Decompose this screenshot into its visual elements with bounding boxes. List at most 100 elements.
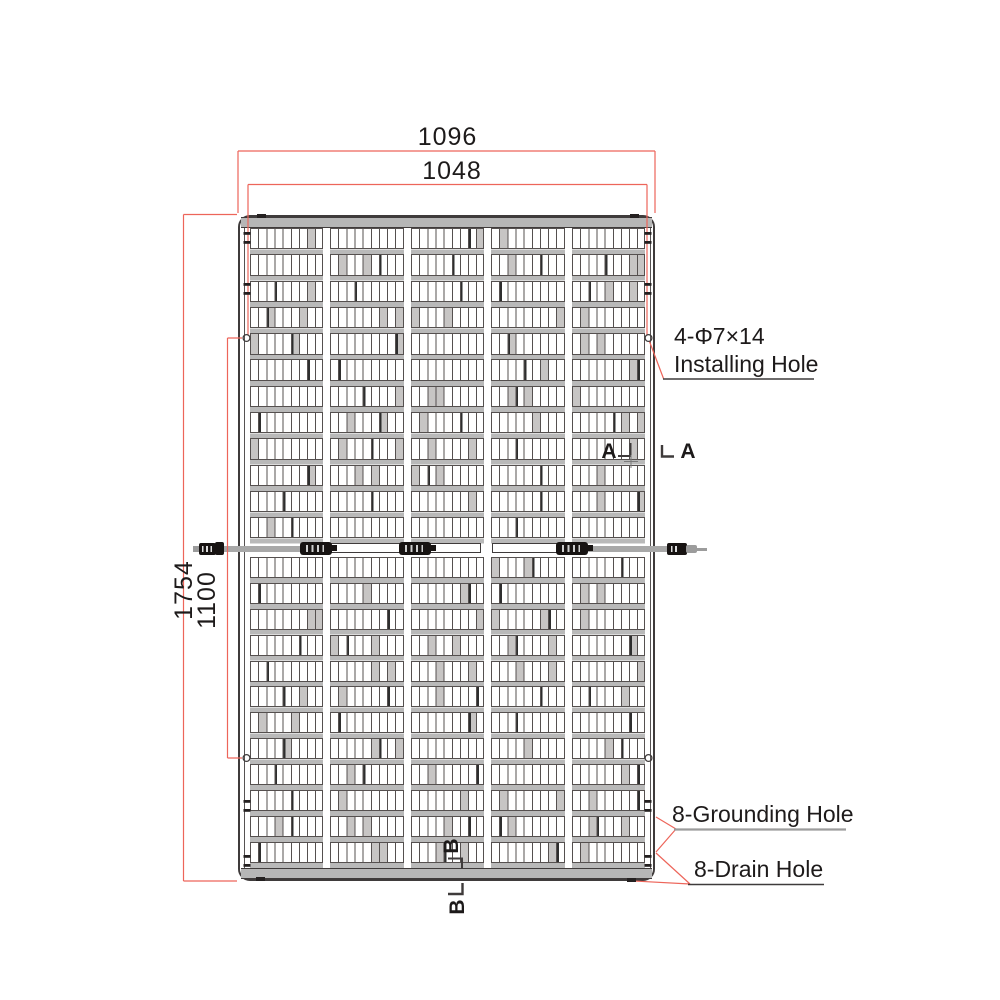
solar-cell [571,608,645,630]
section-b-cut-marks [448,857,464,896]
cell-column [410,557,485,868]
connector-left-cap [214,542,224,555]
solar-cell [491,582,565,604]
solar-cell [410,517,485,539]
dim-line-1048 [247,183,648,335]
solar-cell [491,333,565,355]
solar-cell [250,712,324,734]
solar-cell [250,764,324,786]
solar-cell [571,411,645,434]
solar-cell [571,438,645,460]
solar-cell [410,582,485,604]
solar-cell [410,228,485,250]
solar-cell [250,438,324,460]
solar-cell [491,517,565,539]
solar-cell [410,660,485,682]
solar-cell [491,660,565,682]
solar-cell [571,490,645,513]
solar-cell [250,333,324,355]
solar-cell [491,464,565,486]
solar-cell [571,634,645,656]
grounding-hole-leader [655,816,846,853]
solar-cell [330,254,404,276]
solar-cell [410,764,485,786]
solar-cell [571,517,645,539]
solar-cell [571,738,645,760]
solar-cell [330,411,404,434]
junction-box-terminals [306,545,324,552]
solar-cell [571,790,645,812]
solar-cell [571,464,645,486]
drain-hole-leader [633,852,824,886]
solar-cell [571,333,645,355]
solar-cell [571,841,645,863]
solar-cell [410,411,485,434]
solar-cell [330,333,404,355]
solar-cell [491,634,565,656]
connector-right-body [666,543,687,555]
cell-column [250,228,324,544]
connector-grid [670,545,679,552]
solar-cell [330,686,404,708]
section-b-label-inner: B [440,838,463,854]
cell-column [250,557,324,868]
solar-cell [330,764,404,786]
solar-cell [330,517,404,539]
solar-cell [491,686,565,708]
solar-cell [250,790,324,812]
solar-cell [330,464,404,486]
cell-column [571,228,645,544]
top-mounting-rail [241,217,652,228]
solar-cell [250,411,324,434]
solar-cell [410,841,485,863]
solar-cell [410,333,485,355]
section-a-label-inner: A [601,440,617,463]
solar-cell [491,411,565,434]
dim-width-glass-label: 1048 [422,157,482,185]
junction-box-2 [399,542,436,555]
solar-cell [410,557,485,578]
solar-cell [491,280,565,302]
solar-cell [250,228,324,250]
solar-cell [250,280,324,302]
cell-grid-bottom [250,557,645,868]
solar-cell [491,712,565,734]
cell-column [491,557,565,868]
installing-hole-leader [648,341,814,380]
solar-cell [250,490,324,513]
solar-cell [571,660,645,682]
solar-cell [250,464,324,486]
dim-hole-spacing-label: 1100 [193,571,221,629]
installing-hole-name: Installing Hole [674,351,819,377]
solar-cell [571,764,645,786]
section-b-label-outer: B [446,899,469,915]
connector-grid [202,545,213,552]
solar-cell [330,841,404,863]
solar-cell [410,254,485,276]
solar-cell [330,306,404,329]
solar-cell [250,254,324,276]
solar-cell [410,280,485,302]
solar-cell [330,280,404,302]
solar-cell [330,359,404,381]
solar-cell [491,815,565,837]
drain-hole-callout: 8-Drain Hole [694,856,824,882]
solar-cell [571,712,645,734]
junction-box-nub [331,545,337,551]
cell-grid-top [250,228,645,544]
solar-cell [250,359,324,381]
solar-cell [571,306,645,329]
solar-cell [250,841,324,863]
solar-cell [571,686,645,708]
solar-cell [250,385,324,408]
solar-cell [250,634,324,656]
grounding-hole-marks [243,232,652,867]
connector-right-tip [686,544,697,553]
dim-line-1096 [237,150,656,213]
solar-cell [330,608,404,630]
solar-cell [250,660,324,682]
solar-cell [250,517,324,539]
solar-cell [491,608,565,630]
